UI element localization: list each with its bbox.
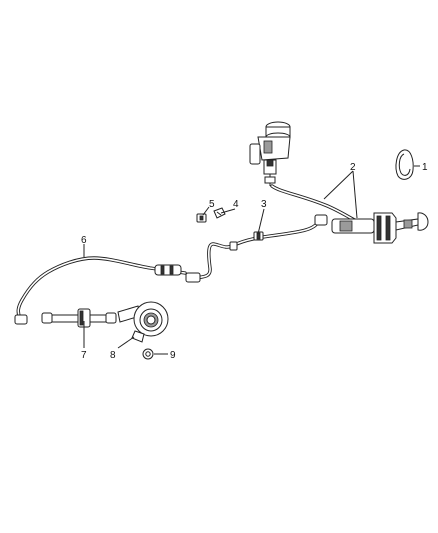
part-6-hydraulic-line: [14, 256, 187, 325]
leader-lines: [83, 165, 420, 355]
callout-1: 1: [422, 162, 428, 173]
callout-3: 3: [261, 199, 267, 210]
callout-7: 7: [81, 350, 87, 361]
callout-8: 8: [110, 350, 116, 361]
callout-6: 6: [81, 235, 87, 246]
part-9-bolt: [142, 348, 154, 360]
part-4-clip: [213, 207, 226, 219]
part-2-master-cylinder-assembly: [249, 121, 429, 244]
part-5-retainer: [196, 213, 207, 223]
callout-4: 4: [233, 199, 239, 210]
part-7-damper-fitting: [41, 308, 117, 328]
part-3-hydraulic-line: [185, 214, 328, 283]
part-8-slave-cylinder: [117, 301, 169, 343]
callout-2: 2: [350, 162, 356, 173]
part-1-seal-ring: [395, 149, 414, 180]
callout-5: 5: [209, 199, 215, 210]
callout-9: 9: [170, 350, 176, 361]
